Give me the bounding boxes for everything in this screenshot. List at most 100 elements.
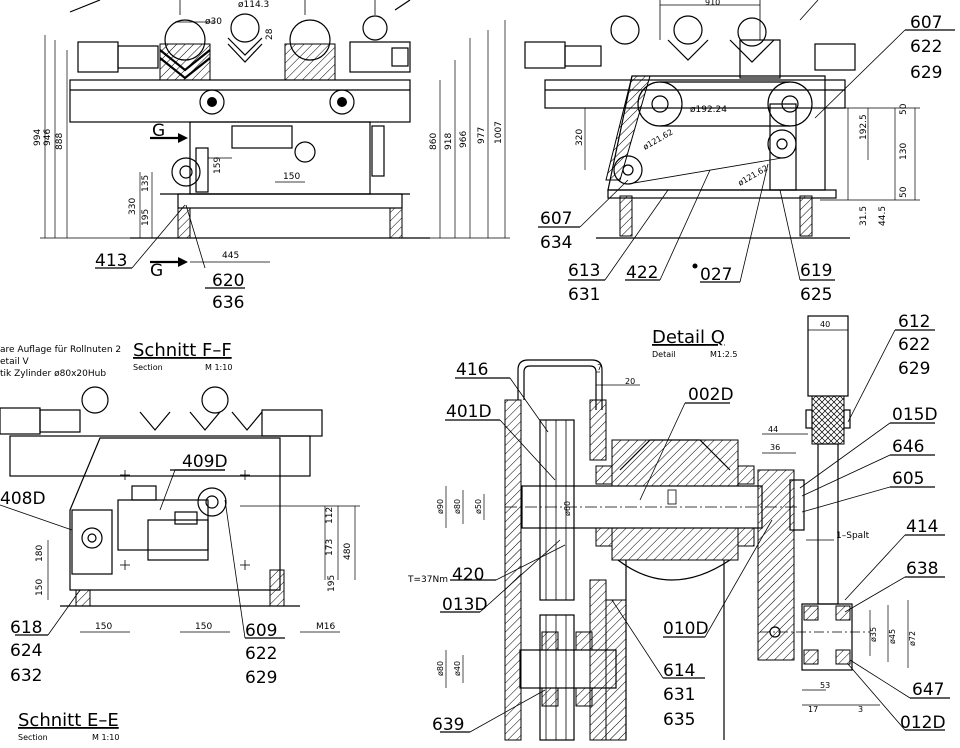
callout-622-right: 622: [910, 37, 942, 57]
dim-7: 7: [597, 363, 602, 372]
dim-860: 860: [429, 133, 439, 150]
dim-d40: ø40: [453, 661, 462, 676]
dim-180: 180: [35, 545, 45, 562]
dim-17: 17: [808, 705, 818, 714]
dim-994: 994: [33, 129, 43, 146]
callout-409d: 409D: [182, 452, 228, 472]
callout-629-right: 629: [910, 63, 942, 83]
roller-right: [284, 19, 336, 81]
dim-d45: ø45: [888, 629, 897, 644]
note-line-3: tik Zylinder ø80x20Hub: [0, 369, 106, 379]
dim-445: 445: [222, 251, 239, 261]
dim-910: 910: [705, 0, 720, 7]
callout-629-q: 629: [898, 359, 930, 379]
dim-195: 195: [141, 209, 151, 226]
callout-612: 612: [898, 312, 930, 332]
dim-3: 3: [858, 705, 863, 714]
callout-622-q: 622: [898, 335, 930, 355]
detail-q-subtitle: Detail: [652, 350, 676, 359]
detail-q-scale: M1:2.5: [710, 350, 737, 359]
callout-dot-027: [692, 263, 698, 269]
callout-625: 625: [800, 285, 832, 305]
callout-646: 646: [892, 437, 924, 457]
dim-50-a: 50: [899, 103, 909, 115]
dim-20: 20: [625, 377, 635, 386]
callout-420: 420: [452, 565, 484, 585]
view-detail-q: Detail Q Detail M1:2.5: [407, 312, 950, 741]
dim-d90: ø90: [436, 499, 445, 514]
callout-613: 613: [568, 261, 600, 281]
radius-192: ø192.24: [690, 105, 727, 115]
dim-d80-top: ø80: [453, 499, 462, 514]
callout-638: 638: [906, 559, 938, 579]
callout-631-q: 631: [663, 685, 695, 705]
dim-888: 888: [55, 133, 65, 150]
dim-330: 330: [128, 198, 138, 215]
callout-634: 634: [540, 233, 572, 253]
dim-192-5: 192.5: [859, 114, 869, 140]
dim-36: 36: [770, 443, 780, 452]
gap-note: 1–Spalt: [836, 531, 870, 541]
note-line-1: are Auflage für Rollnuten 2: [0, 345, 121, 355]
callout-414: 414: [906, 517, 938, 537]
callout-618: 618: [10, 618, 42, 638]
detail-q-title: Detail Q: [652, 327, 725, 348]
callout-607-bottom: 607: [540, 209, 572, 229]
callout-624: 624: [10, 641, 42, 661]
dim-31-5: 31.5: [859, 206, 869, 226]
dim-320: 320: [575, 129, 585, 146]
dim-150: 150: [283, 172, 300, 182]
dim-150-h2: 150: [195, 622, 212, 632]
dim-918: 918: [444, 133, 454, 150]
dim-480: 480: [343, 543, 353, 560]
callout-619: 619: [800, 261, 832, 281]
dim-112: 112: [325, 507, 335, 524]
dim-946: 946: [43, 129, 53, 146]
callout-408d: 408D: [0, 489, 46, 509]
section-ee-subtitle: Section: [18, 733, 48, 742]
dim-195-bl: 195: [327, 575, 337, 592]
dim-44-5: 44.5: [878, 206, 888, 226]
torque-note: T=37Nm: [407, 575, 448, 585]
callout-002d: 002D: [688, 385, 734, 405]
dim-d50-top: ø50: [474, 499, 483, 514]
dim-977: 977: [477, 127, 487, 144]
dim-d114: ø114.3: [238, 0, 269, 10]
callout-413: 413: [95, 251, 127, 271]
callout-639: 639: [432, 715, 464, 735]
callout-605: 605: [892, 469, 924, 489]
dim-130: 130: [899, 143, 909, 160]
callout-027: 027: [700, 265, 732, 285]
callout-401d: 401D: [446, 402, 492, 422]
dim-28: 28: [265, 28, 275, 40]
dim-d72: ø72: [908, 631, 917, 646]
note-line-2: etail V: [0, 357, 29, 367]
section-ff-scale: M 1:10: [205, 363, 232, 372]
dim-173: 173: [325, 539, 335, 556]
dim-150-v: 150: [35, 579, 45, 596]
section-mark-g-bottom: G: [150, 261, 163, 281]
dim-44: 44: [768, 425, 778, 434]
dim-m16: M16: [316, 622, 335, 632]
view-top-right: 910 ø192.24 ø121.62 ø121.62 320 192.5 13…: [524, 0, 955, 305]
callout-622-bl: 622: [245, 644, 277, 664]
section-ff-title: Schnitt F–F: [133, 340, 232, 361]
view-bottom-left: are Auflage für Rollnuten 2 etail V tik …: [0, 340, 360, 742]
section-ee-scale: M 1:10: [92, 733, 119, 742]
dim-d30: ø30: [205, 17, 222, 27]
callout-636: 636: [212, 293, 244, 313]
dim-50-b: 50: [899, 186, 909, 198]
radius-121-a: ø121.62: [642, 127, 675, 151]
callout-629-bl: 629: [245, 668, 277, 688]
dim-d60: ø60: [563, 501, 572, 516]
dim-135: 135: [141, 175, 151, 192]
callout-620: 620: [212, 271, 244, 291]
callout-614: 614: [663, 661, 695, 681]
callout-416: 416: [456, 360, 488, 380]
callout-647: 647: [912, 680, 944, 700]
dim-966: 966: [459, 131, 469, 148]
callout-631-top: 631: [568, 285, 600, 305]
dim-d35: ø35: [869, 627, 878, 642]
